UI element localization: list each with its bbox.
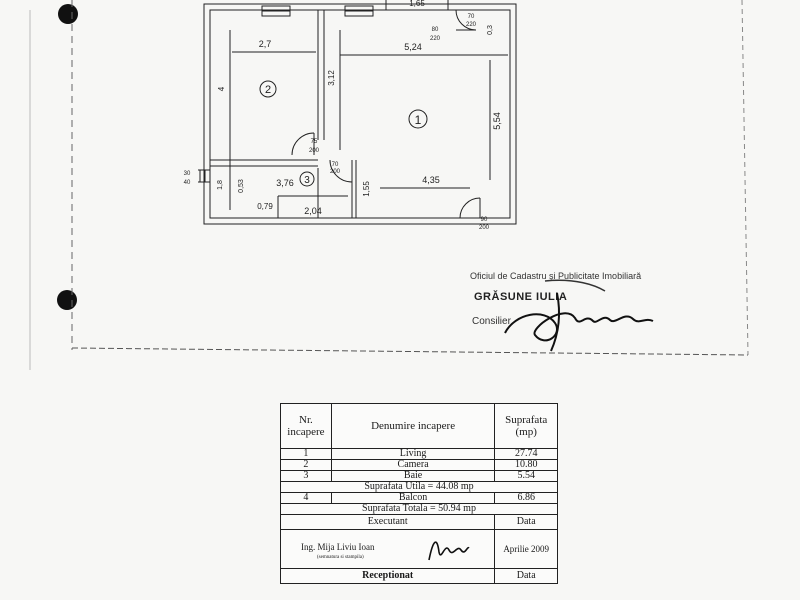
grand-total: Suprafata Totala = 50.94 mp	[280, 503, 558, 515]
dim-left-height: 4	[217, 86, 226, 91]
grand-total-row: Suprafata Totala = 50.94 mp	[280, 503, 558, 515]
row-area: 5.54	[494, 470, 558, 482]
dim-top-living: 5,24	[404, 42, 422, 52]
row-name: Camera	[330, 459, 496, 471]
stamp-name: GRĂSUNE IULIA	[474, 291, 568, 303]
row-nr: 2	[280, 459, 332, 471]
receiver-label: Receptionat	[279, 568, 496, 584]
room-label-3: 3	[304, 175, 310, 186]
door-bath-height: 200	[330, 169, 341, 175]
dim-top-width: 2,7	[259, 39, 272, 49]
cadastre-stamp: Oficiul de Cadastru şi Publicitate Imobi…	[470, 268, 740, 358]
table-row: 2 Camera 10.80	[280, 459, 558, 471]
executor-name: Ing. Mija Liviu Ioan	[301, 542, 375, 552]
executor-cell: Ing. Mija Liviu Ioan (semnatura si stamp…	[279, 529, 496, 569]
dim-right-vertical: 5,54	[492, 112, 502, 130]
punch-hole-top	[58, 4, 78, 24]
row-area: 27.74	[494, 448, 558, 460]
door-side-width: 30	[184, 171, 191, 177]
door-entry-width: 90	[481, 217, 488, 223]
executor-signature	[428, 541, 470, 561]
stamp-signature	[504, 279, 654, 352]
executor-date: Aprilie 2009	[494, 529, 558, 569]
receiver-row: Receptionat Data	[279, 568, 558, 584]
room-area-table: Nr. incapere Denumire incapere Suprafata…	[279, 403, 558, 584]
row-name: Baie	[330, 470, 496, 482]
row-nr: 1	[280, 448, 332, 460]
dim-bath-bottom: 2,04	[304, 206, 322, 216]
header-name: Denumire incapere	[330, 403, 496, 449]
room-label-1: 1	[415, 113, 422, 127]
receiver-date-label: Data	[494, 568, 558, 584]
table-row: 1 Living 27.74	[280, 448, 558, 460]
dim-small-right: 0,3	[487, 25, 494, 35]
dim-bath-vertical: 0,53	[238, 179, 245, 193]
door-top-2-height: 220	[466, 22, 477, 28]
door-top-2-width: 70	[468, 14, 475, 20]
row-name: Living	[330, 448, 496, 460]
executor-row: Ing. Mija Liviu Ioan (semnatura si stamp…	[279, 529, 558, 569]
table-row: 3 Baie 5.54	[280, 470, 558, 482]
dim-bottom-room: 4,35	[422, 175, 440, 185]
stamp-office: Oficiul de Cadastru şi Publicitate Imobi…	[470, 271, 642, 281]
door-room2-height: 200	[309, 148, 320, 154]
row-nr: 4	[280, 492, 332, 504]
row-area: 10.80	[494, 459, 558, 471]
dim-bath-small: 0,79	[257, 202, 273, 211]
date-label: Data	[494, 514, 558, 530]
door-side-height: 40	[184, 180, 191, 186]
executor-header-row: Executant Data	[279, 514, 558, 530]
header-area: Suprafata (mp)	[494, 403, 558, 449]
stamp-role: Consilier	[472, 316, 511, 327]
dim-bath-width: 3,76	[276, 178, 294, 188]
door-entry-height: 200	[479, 225, 490, 231]
door-room2-width: 75	[311, 139, 318, 145]
dim-small-left: 1,8	[217, 180, 224, 190]
executor-label: Executant	[279, 514, 496, 530]
table-row: 4 Balcon 6.86	[280, 492, 558, 504]
dim-bottom-vertical: 1,55	[362, 181, 371, 197]
useful-total: Suprafata Utila = 44.08 mp	[280, 481, 558, 493]
dim-mid-vertical: 3,12	[327, 70, 336, 86]
useful-total-row: Suprafata Utila = 44.08 mp	[280, 481, 558, 493]
door-top-1-height: 220	[430, 36, 441, 42]
header-nr: Nr. incapere	[280, 403, 332, 449]
dim-top-partial: 1,65	[409, 0, 425, 8]
table-header-row: Nr. incapere Denumire incapere Suprafata…	[280, 403, 558, 449]
door-bath-width: 70	[332, 162, 339, 168]
executor-note: (semnatura si stampila)	[317, 555, 364, 560]
row-nr: 3	[280, 470, 332, 482]
door-top-1-width: 80	[432, 27, 439, 33]
room-label-2: 2	[265, 84, 271, 96]
row-area: 6.86	[494, 492, 558, 504]
row-name: Balcon	[330, 492, 496, 504]
